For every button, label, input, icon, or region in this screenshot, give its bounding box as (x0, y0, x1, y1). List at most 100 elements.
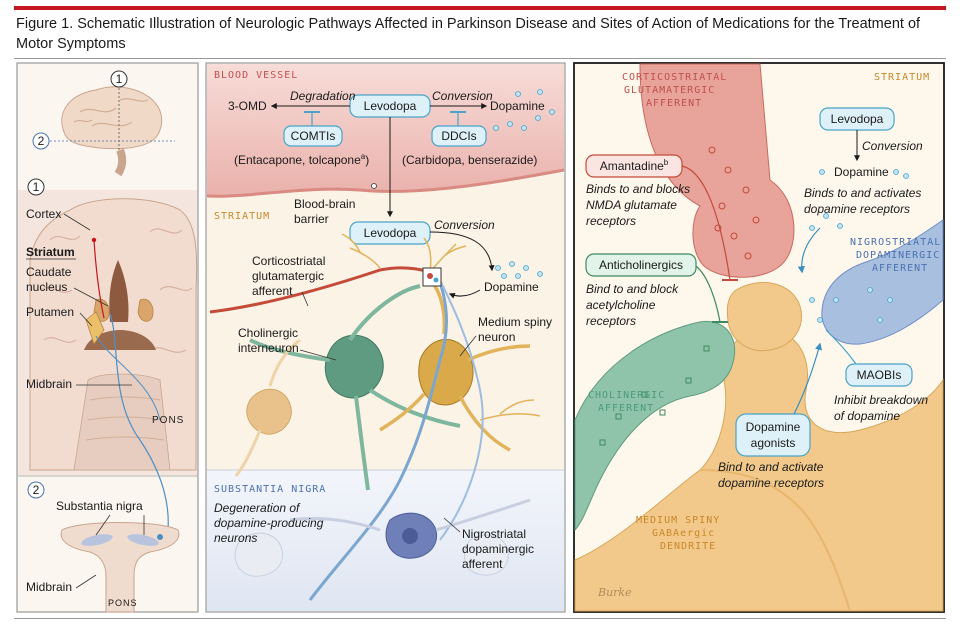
amantadine-label: Amantadineb (600, 158, 669, 173)
midbrain-cross-section (60, 522, 180, 613)
right-striatum-header: STRIATUM (874, 72, 930, 83)
right-dr-text-line1: Binds to and activates (804, 186, 921, 200)
dopamine-agonists-label-line2: agonists (751, 436, 796, 450)
levodopa-pill-striatum (349, 221, 431, 245)
msn-label-line1: Medium spiny (478, 315, 552, 329)
maobis-label: MAOBIs (857, 368, 902, 382)
degeneration-label-line3: neurons (214, 531, 257, 545)
marker-2-section (27, 481, 45, 499)
midbrain-label: Midbrain (26, 377, 72, 391)
dopamine-agonists-pill (735, 413, 811, 457)
caudate-label-line2: nucleus (26, 280, 67, 294)
right-cholinergic-header-line1: CHOLINERGIC (588, 390, 665, 401)
cholinergic-label-line2: interneuron (238, 341, 299, 355)
anticholinergics-pill (585, 253, 697, 277)
msn-label-line2: neuron (478, 330, 515, 344)
dopamine-label-blood: Dopamine (490, 99, 545, 113)
amantadine-text-line3: receptors (586, 214, 636, 228)
marker-1-top-label: 1 (116, 72, 123, 86)
nigrostriatal-label-line2: dopaminergic (462, 542, 534, 556)
nigrostriatal-label-line3: afferent (462, 557, 503, 571)
cholinergic-label-line1: Cholinergic (238, 326, 298, 340)
marker-1-section-label: 1 (33, 180, 40, 194)
conversion-label-blood: Conversion (432, 89, 493, 103)
corticostriatal-label-line2: glutamatergic (252, 269, 324, 283)
putamen-label: Putamen (26, 305, 74, 319)
striatum-header: STRIATUM (214, 211, 270, 222)
ddcis-label: DDCIs (441, 129, 476, 143)
right-cga-header-line1: CORTICOSTRIATAL (622, 72, 727, 83)
neuron-illustrations (209, 233, 541, 601)
anticholinergics-text-line3: receptors (586, 314, 636, 328)
dopamine-agonists-text-line2: dopamine receptors (718, 476, 824, 490)
cortex-label: Cortex (26, 207, 61, 221)
marker-2-left-label: 2 (38, 134, 45, 148)
right-dopamine-label: Dopamine (834, 165, 889, 179)
nigrostriatal-afferent-shape (821, 219, 944, 345)
right-cga-header-line3: AFFERENT (646, 98, 702, 109)
small-brain-illustration (50, 84, 175, 177)
ddcis-drugs-label: (Carbidopa, benserazide) (402, 153, 537, 167)
cholinergic-afferent-shape (574, 320, 736, 532)
right-panel: CORTICOSTRIATAL GLUTAMATERGIC AFFERENT S… (573, 62, 945, 613)
degeneration-label-line2: dopamine-producing (214, 516, 324, 530)
caudate-label-line1: Caudate (26, 265, 72, 279)
nda-header-line2: DOPAMINERGIC (856, 250, 940, 261)
comtis-drugs-label: (Entacapone, tolcaponea) (234, 152, 369, 167)
corticostriatal-label-line3: afferent (252, 284, 293, 298)
ddcis-pill (431, 125, 487, 147)
midbrain-label-lower: Midbrain (26, 580, 72, 594)
striatum-label: Striatum (26, 245, 75, 259)
right-dopamine-dots (819, 169, 909, 179)
right-cholinergic-header-line2: AFFERENT (598, 403, 654, 414)
msd-header-line3: DENDRITE (660, 541, 716, 552)
figure-caption: Figure 1. Schematic Illustration of Neur… (16, 16, 921, 52)
marker-1-section (27, 178, 45, 196)
anticholinergics-label: Anticholinergics (599, 258, 683, 272)
bottom-divider (14, 618, 946, 619)
middle-panel: BLOOD VESSEL Levodopa Degradation 3-OMD … (205, 62, 566, 613)
omd-label: 3-OMD (228, 99, 267, 113)
amantadine-text-line1: Binds to and blocks (586, 182, 690, 196)
maobis-text-line2: of dopamine (834, 409, 900, 423)
msd-header-line1: MEDIUM SPINY (636, 515, 720, 526)
left-panel: 1 2 PONS 1 Cortex (16, 62, 199, 613)
degeneration-label-line1: Degeneration of (214, 501, 301, 515)
artist-signature: Burke (597, 586, 632, 599)
anticholinergics-text-line2: acetylcholine (586, 298, 656, 312)
nda-header-line1: NIGROSTRIATAL (850, 237, 941, 248)
nigrostriatal-label-line1: Nigrostriatal (462, 527, 526, 541)
caption-divider (14, 58, 946, 59)
right-levodopa-label: Levodopa (831, 112, 884, 126)
blood-vessel-region (207, 64, 564, 197)
nda-header-line3: AFFERENT (872, 263, 928, 274)
levodopa-label-blood: Levodopa (364, 99, 417, 113)
degradation-label: Degradation (290, 89, 356, 103)
top-accent-bar (14, 6, 946, 10)
right-dr-text-line2: dopamine receptors (804, 202, 910, 216)
anticholinergics-text-line1: Bind to and block (586, 282, 679, 296)
dopamine-label-striatum: Dopamine (484, 280, 539, 294)
comtis-label: COMTIs (291, 129, 336, 143)
dopamine-agonists-text-line1: Bind to and activate (718, 460, 824, 474)
right-cga-header-line2: GLUTAMATERGIC (624, 85, 715, 96)
marker-1-top (110, 70, 128, 88)
dopamine-dots-blood (493, 89, 555, 131)
dendritic-spine (726, 282, 802, 352)
msd-header-line2: GABAergic (652, 528, 715, 539)
coronal-brain-section (29, 198, 198, 531)
marker-2-left (32, 132, 50, 150)
dopamine-dots-striatum (495, 261, 543, 279)
pons-label-upper: PONS (152, 415, 184, 426)
blood-brain-barrier-line (206, 168, 565, 198)
substantia-nigra-label: Substantia nigra (56, 499, 143, 513)
blood-vessel-header: BLOOD VESSEL (214, 70, 298, 81)
neurotransmitter-dots (599, 146, 893, 446)
conversion-label-striatum: Conversion (434, 218, 495, 232)
bbb-label-line2: barrier (294, 212, 329, 226)
marker-2-section-label: 2 (33, 483, 40, 497)
bbb-label-line1: Blood-brain (294, 197, 355, 211)
maobis-pill (845, 363, 913, 387)
